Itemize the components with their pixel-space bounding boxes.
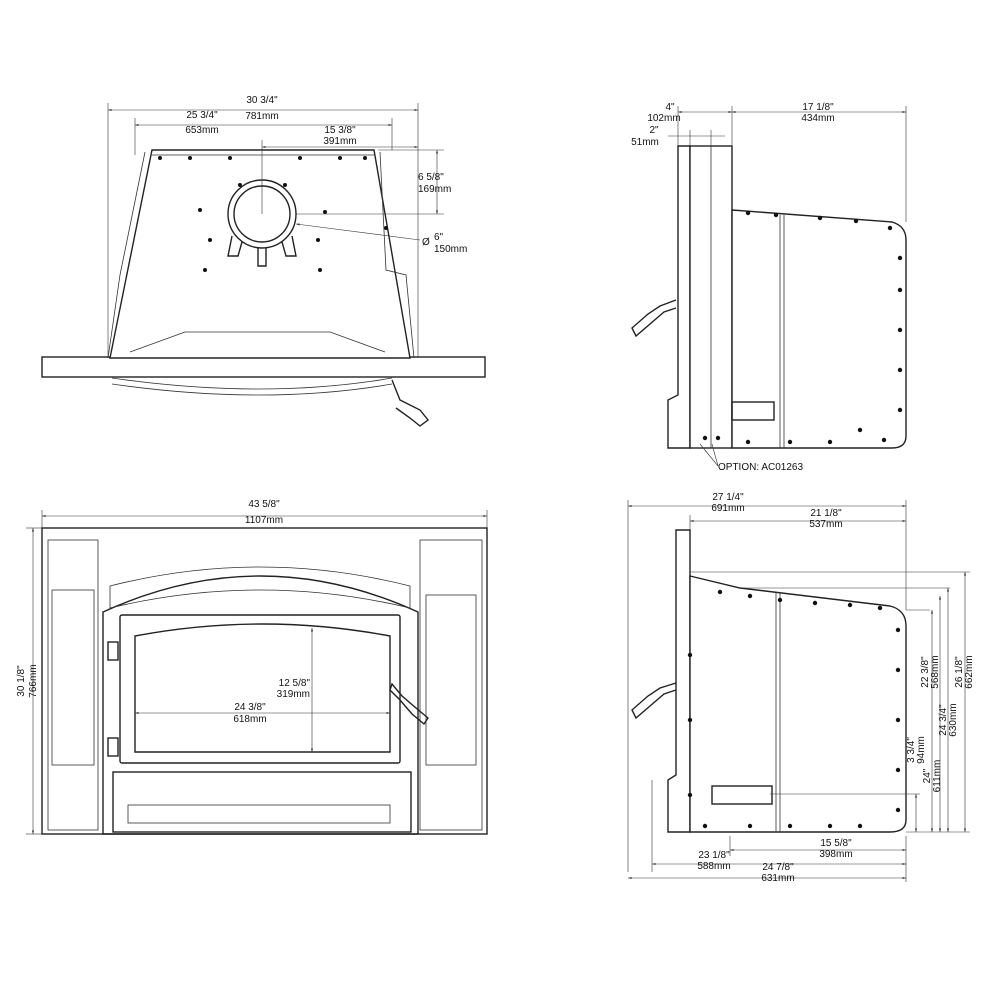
- d1-in: 15 5/8": [820, 838, 852, 849]
- h4-in: 24": [922, 768, 933, 783]
- front-door-handle: [389, 682, 429, 726]
- h5-in: 3 3/4": [906, 737, 917, 763]
- door-glass: [134, 623, 391, 753]
- door-frame: [119, 614, 401, 764]
- lower-rear-depth-mm: 537mm: [809, 519, 842, 530]
- surround-depth-mm: 102mm: [647, 113, 680, 124]
- front-width-in: 43 5/8": [248, 499, 280, 510]
- glass-height-in: 12 5/8": [279, 678, 311, 689]
- d3-in: 24 7/8": [762, 862, 794, 873]
- flue-center-in: 15 3/8": [324, 125, 356, 136]
- body-depth-mm: 434mm: [801, 113, 834, 124]
- h1-in: 22 3/8": [920, 656, 931, 688]
- hinge-bottom: [107, 737, 119, 757]
- body-depth-in: 17 1/8": [802, 102, 834, 113]
- side-handle-lower: [631, 682, 677, 720]
- surround-thickness-in: 2": [649, 125, 659, 136]
- front-face: [102, 575, 419, 835]
- front-height-mm: 766mm: [28, 664, 39, 697]
- front-surround: [41, 527, 488, 835]
- h2-in: 26 1/8": [954, 656, 965, 688]
- top-offset-mm: 653mm: [185, 125, 218, 136]
- surround-depth-in: 4": [665, 102, 675, 113]
- diameter-symbol: Ø: [422, 237, 430, 248]
- d3-mm: 631mm: [761, 873, 794, 884]
- top-width-in: 30 3/4": [246, 95, 278, 106]
- h2-mm: 662mm: [964, 655, 975, 688]
- flue-diameter-in: 6": [434, 232, 444, 243]
- d2-mm: 588mm: [697, 861, 730, 872]
- flue-center-mm: 391mm: [323, 136, 356, 147]
- front-width-mm: 1107mm: [245, 515, 283, 526]
- air-control-handle: [391, 379, 429, 427]
- surround-profile: [667, 145, 691, 449]
- firebox-body: [109, 149, 411, 359]
- lower-overall-depth-in: 27 1/4": [712, 492, 744, 503]
- option-label: OPTION: AC01263: [718, 462, 803, 473]
- surround-plate: [41, 356, 486, 378]
- firebox-profile: [731, 209, 907, 449]
- hinge-top: [107, 641, 119, 661]
- d2-in: 23 1/8": [698, 850, 730, 861]
- top-offset-in: 25 3/4": [186, 110, 218, 121]
- top-grille: [109, 566, 411, 609]
- side-view-lower: 27 1/4" 691mm 21 1/8" 537mm 22 3/8" 568m…: [627, 492, 975, 884]
- h3-in: 24 3/4": [938, 704, 949, 736]
- lower-rear-depth-in: 21 1/8": [810, 508, 842, 519]
- flue-diameter-mm: 150mm: [434, 244, 467, 255]
- glass-height-mm: 319mm: [277, 689, 310, 700]
- flue-depth-in: 6 5/8": [418, 172, 444, 183]
- lower-surround-profile: [667, 529, 691, 833]
- glass-width-in: 24 3/8": [234, 702, 266, 713]
- lower-overall-depth-mm: 691mm: [711, 503, 744, 514]
- surround-thickness-mm: 51mm: [631, 137, 659, 148]
- h5-mm: 94mm: [916, 736, 927, 764]
- front-view: 43 5/8" 1107mm 30 1/8" 766mm 12 5/8" 319…: [16, 499, 488, 835]
- h3-mm: 630mm: [948, 703, 959, 736]
- top-view: 30 3/4" 781mm 25 3/4" 653mm 15 3/8" 391m…: [41, 95, 486, 427]
- h4-mm: 611mm: [932, 760, 943, 793]
- lower-firebox-profile: [689, 575, 907, 833]
- side-view-upper: 4" 102mm 2" 51mm 17 1/8" 434mm OPTION: A…: [631, 102, 907, 473]
- front-height-in: 30 1/8": [16, 665, 27, 697]
- side-handle-upper: [631, 299, 677, 338]
- glass-width-mm: 618mm: [233, 714, 266, 725]
- ash-lip: [112, 771, 412, 833]
- top-width-mm: 781mm: [245, 111, 278, 122]
- d1-mm: 398mm: [819, 849, 852, 860]
- flue-depth-mm: 169mm: [418, 184, 451, 195]
- h1-mm: 568mm: [930, 655, 941, 688]
